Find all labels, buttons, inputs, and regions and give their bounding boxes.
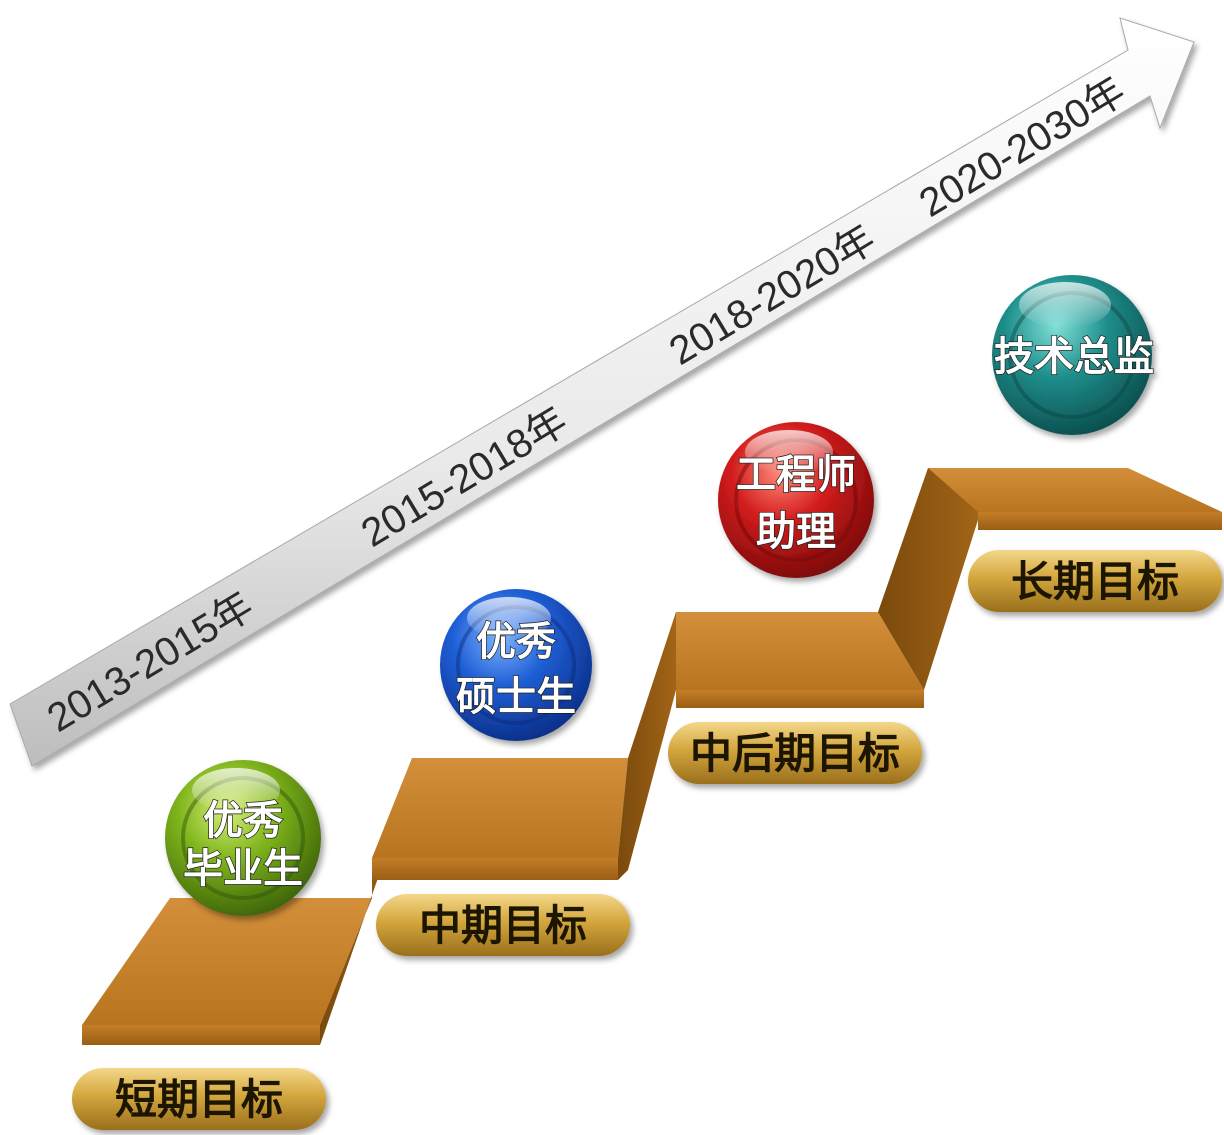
stage-ball-3-line-2: 助理 <box>756 509 836 555</box>
goal-label-1: 短期目标 <box>72 1068 326 1130</box>
timeline-arrow <box>9 17 1195 767</box>
goal-label-3: 中后期目标 <box>668 722 922 784</box>
goal-label-1-text: 短期目标 <box>115 1075 283 1124</box>
stage-ball-2-line-2: 硕士生 <box>456 674 576 720</box>
stage-ball-4-line-1: 技术总监 <box>994 334 1154 380</box>
goal-label-1-plate <box>72 1068 326 1130</box>
step-2-top <box>372 758 628 858</box>
stage-ball-1-line-1: 优秀 <box>203 798 283 844</box>
goal-label-3-text: 中后期目标 <box>690 729 900 778</box>
period-label-3: 2018-2020年 <box>662 217 883 374</box>
step-1-front <box>82 1025 320 1045</box>
stage-ball-4-gloss <box>1019 282 1111 328</box>
goal-label-3-plate <box>668 722 922 784</box>
step-3-front <box>676 690 924 708</box>
stage-ball-1: 优秀 毕业生 <box>165 760 321 916</box>
stage-ball-2-gloss <box>467 597 551 639</box>
period-label-4: 2020-2030年 <box>912 69 1133 226</box>
stage-ball-1-gloss <box>192 768 280 812</box>
step-2-front <box>372 858 618 880</box>
period-label-1: 2013-2015年 <box>40 584 261 741</box>
goal-label-4-plate <box>968 550 1222 612</box>
stage-ball-3: 工程师 助理 <box>718 422 874 578</box>
stage-ball-2-line-1: 优秀 <box>476 619 556 665</box>
step-3-top <box>676 612 924 690</box>
period-label-2: 2015-2018年 <box>354 399 575 556</box>
stage-ball-3-gloss <box>745 430 833 474</box>
stage-ball-2: 优秀 硕士生 <box>440 589 592 741</box>
goal-label-2-plate <box>376 894 630 956</box>
goal-label-2: 中期目标 <box>376 894 630 956</box>
step-4-front <box>978 512 1222 530</box>
staircase <box>82 468 1222 1045</box>
goal-label-4: 长期目标 <box>968 550 1222 612</box>
stage-ball-3-line-1: 工程师 <box>736 452 856 498</box>
goal-label-4-text: 长期目标 <box>1011 557 1179 606</box>
riser-3 <box>878 468 978 690</box>
step-1-top <box>82 898 372 1025</box>
riser-2 <box>618 612 676 880</box>
stage-ball-1-line-2: 毕业生 <box>183 846 303 892</box>
timeline-arrow-shape <box>9 17 1195 767</box>
goal-label-2-text: 中期目标 <box>419 901 587 950</box>
step-4-top <box>928 468 1222 512</box>
stage-ball-4: 技术总监 <box>992 275 1155 435</box>
